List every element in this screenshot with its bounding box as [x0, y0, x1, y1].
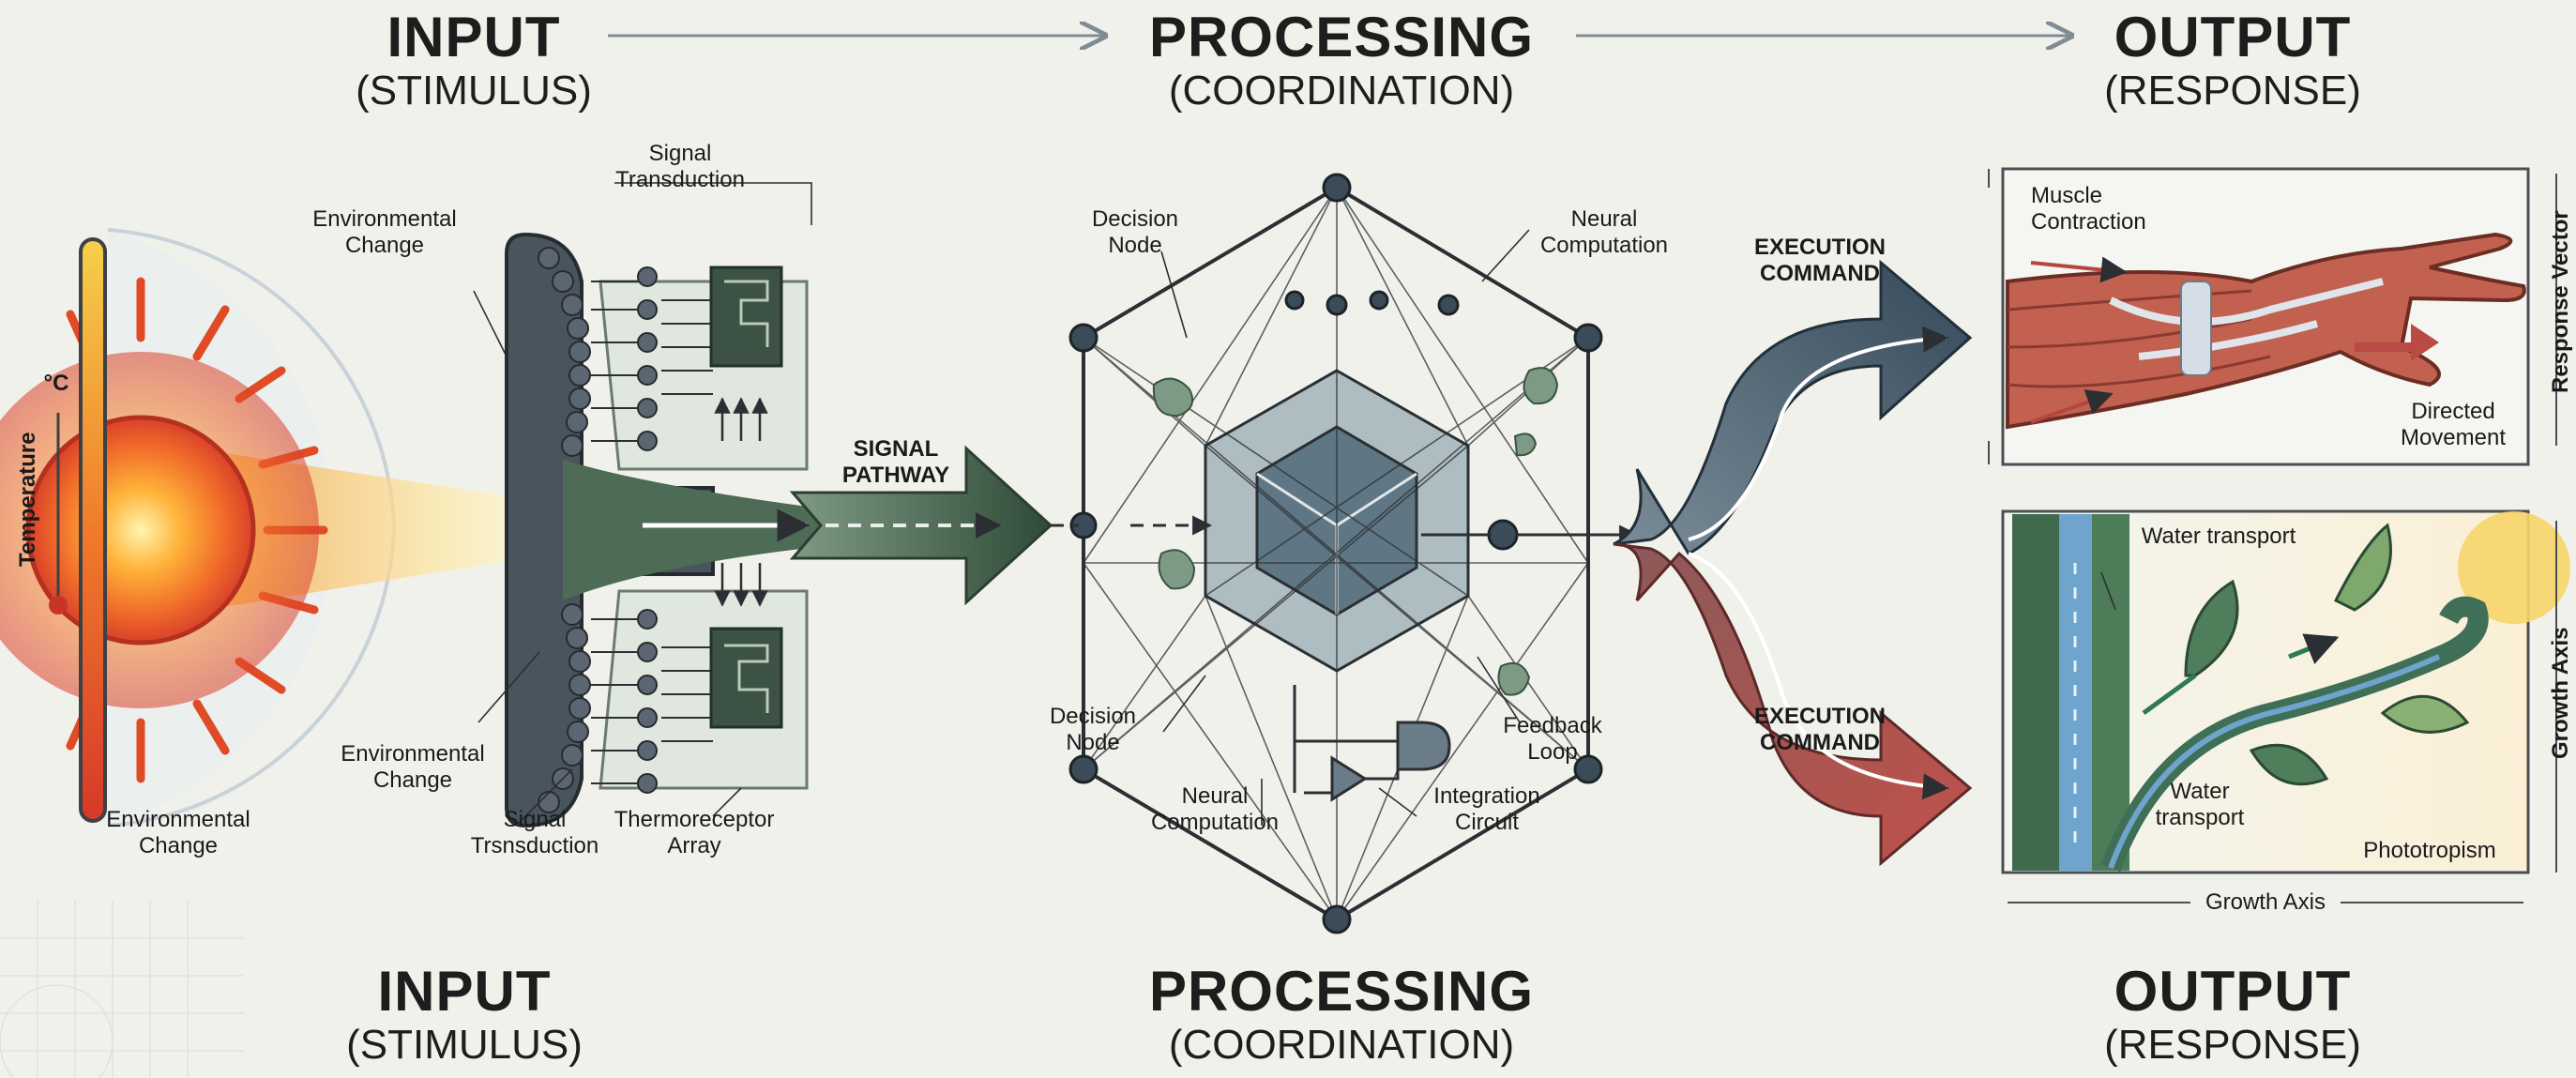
- header-subtitle: (COORDINATION): [1168, 1022, 1515, 1068]
- header-output-bottom: OUTPUT (RESPONSE): [2073, 962, 2392, 1069]
- execution-command-label-bottom: EXECUTION COMMAND: [1753, 704, 1886, 755]
- execution-command-arrows: [1613, 259, 1973, 867]
- signal-pathway-label: SIGNAL PATHWAY: [841, 436, 950, 488]
- phototropism-label: Phototropism: [2363, 838, 2496, 863]
- background-grid: [0, 901, 244, 1078]
- header-title: OUTPUT: [2114, 960, 2352, 1023]
- header-output-top: OUTPUT (RESPONSE): [2073, 8, 2392, 114]
- response-vector-label: Response Vector: [2548, 210, 2573, 393]
- temperature-label: Temperature: [15, 432, 40, 567]
- env-change-label-middle: Environmental Change: [341, 741, 485, 793]
- directed-movement-label: Directed Movement: [2400, 399, 2507, 450]
- thermometer-icon: [49, 237, 107, 823]
- muscle-response-panel: [1988, 167, 2557, 466]
- header-processing-bottom: PROCESSING (COORDINATION): [1107, 962, 1576, 1069]
- neural-network-hexagon: [1051, 173, 1637, 934]
- header-title: PROCESSING: [1148, 960, 1535, 1023]
- decision-node-label-top: Decision Node: [1091, 206, 1179, 258]
- plant-response-panel: [2001, 509, 2570, 903]
- muscle-contraction-label: Muscle Contraction: [2031, 183, 2146, 235]
- header-subtitle: (RESPONSE): [2104, 68, 2361, 114]
- feedback-loop-label: Feedback Loop: [1503, 713, 1602, 765]
- header-title: PROCESSING: [1148, 6, 1535, 68]
- water-transport-label-top: Water transport: [2141, 524, 2296, 549]
- env-change-label-bottom: Environmental Change: [106, 807, 250, 858]
- decision-node-label-bottom: Decision Node: [1049, 704, 1137, 755]
- neural-computation-label-bottom: Neural Computation: [1150, 783, 1280, 835]
- signal-transduction-label-top: Signal Transduction: [615, 141, 745, 192]
- cell-membrane-receptor: [505, 232, 844, 828]
- env-change-label-top: Environmental Change: [312, 206, 457, 258]
- thermoreceptor-label: Thermoreceptor Array: [614, 807, 775, 858]
- growth-axis-label-side: Growth Axis: [2548, 627, 2573, 759]
- integration-circuit-gates: [1293, 685, 1451, 802]
- header-subtitle: (COORDINATION): [1168, 68, 1515, 114]
- header-title: OUTPUT: [2114, 6, 2352, 68]
- growth-axis-label-bottom: Growth Axis: [2190, 889, 2341, 916]
- signal-transduction-label-bottom: Signal Trsnsduction: [470, 807, 599, 858]
- header-input-top: INPUT (STIMULUS): [314, 8, 633, 114]
- header-processing-top: PROCESSING (COORDINATION): [1107, 8, 1576, 114]
- header-input-bottom: INPUT (STIMULUS): [305, 962, 624, 1069]
- water-transport-label-bottom: Water transport: [2155, 779, 2245, 830]
- neural-computation-label-top: Neural Computation: [1539, 206, 1669, 258]
- header-title: INPUT: [386, 6, 561, 68]
- execution-command-label-top: EXECUTION COMMAND: [1753, 235, 1886, 286]
- header-subtitle: (RESPONSE): [2104, 1022, 2361, 1068]
- unit-label: °C: [43, 371, 69, 396]
- header-title: INPUT: [377, 960, 552, 1023]
- integration-circuit-label: Integration Circuit: [1433, 783, 1540, 835]
- header-subtitle: (STIMULUS): [356, 68, 592, 114]
- header-subtitle: (STIMULUS): [346, 1022, 583, 1068]
